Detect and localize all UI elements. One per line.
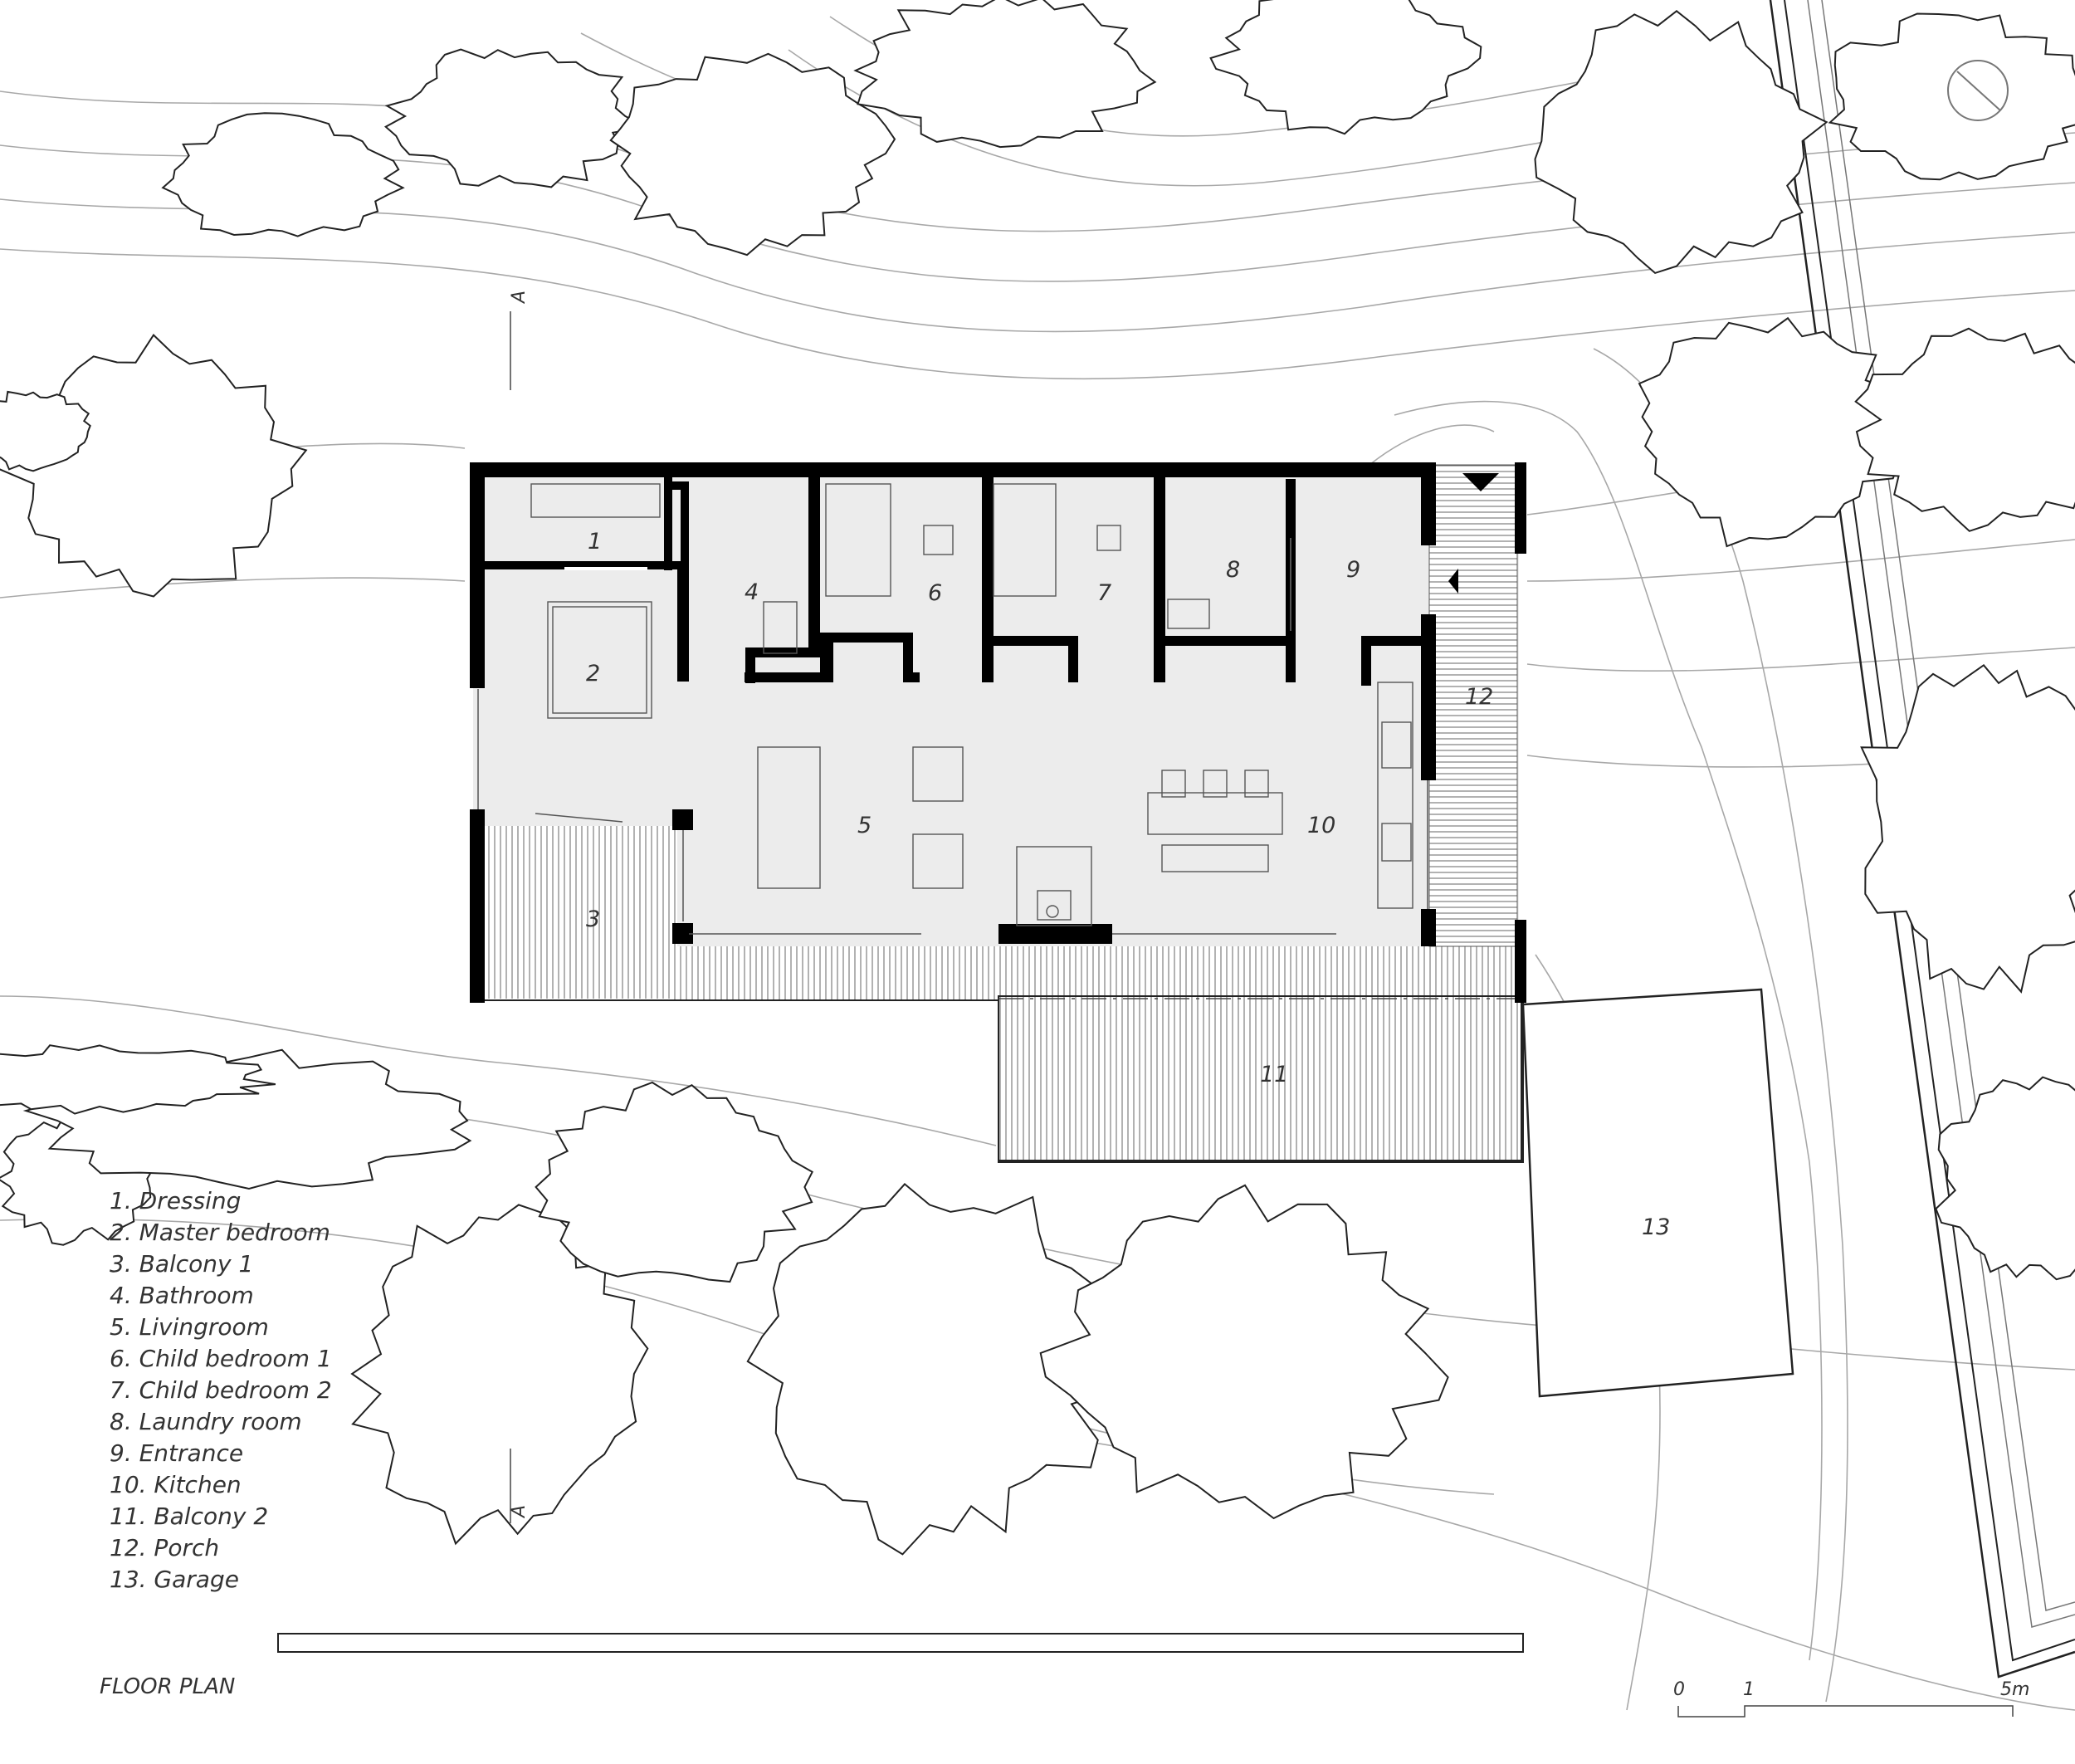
legend-item: 7. Child bedroom 2 bbox=[110, 1376, 332, 1404]
tree-outline bbox=[161, 112, 405, 237]
scale-label-0: 0 bbox=[1673, 1679, 1685, 1700]
fence bbox=[277, 1633, 1524, 1653]
tree-outline bbox=[1209, 0, 1482, 135]
legend-item: 13. Garage bbox=[110, 1566, 239, 1593]
section-mark-top: A bbox=[509, 291, 530, 390]
legend-item: 2. Master bedroom bbox=[110, 1219, 330, 1246]
legend-item: 1. Dressing bbox=[110, 1187, 241, 1214]
scale-label-1: 1 bbox=[1743, 1679, 1755, 1700]
tree-outline bbox=[383, 48, 649, 188]
north-arrow-icon bbox=[1947, 60, 2009, 121]
legend-item: 9. Entrance bbox=[110, 1439, 243, 1467]
tree-outline bbox=[1854, 327, 2075, 532]
room-label-3: 3 bbox=[586, 906, 600, 932]
garage-outline bbox=[1521, 988, 1794, 1398]
room-label-10: 10 bbox=[1307, 813, 1335, 838]
legend-item: 6. Child bedroom 1 bbox=[110, 1345, 332, 1372]
road bbox=[1769, 0, 2075, 1678]
room-label-4: 4 bbox=[745, 579, 759, 605]
tree-outline bbox=[746, 1183, 1121, 1556]
legend-item: 3. Balcony 1 bbox=[110, 1250, 253, 1278]
section-mark-bottom: A bbox=[509, 1449, 530, 1523]
legend-item: 5. Livingroom bbox=[110, 1313, 269, 1341]
tree-outline bbox=[1935, 1076, 2075, 1281]
legend: 1. Dressing 2. Master bedroom 3. Balcony 1… bbox=[110, 1187, 332, 1593]
tree-outline bbox=[1860, 663, 2075, 994]
room-label-1: 1 bbox=[588, 529, 602, 555]
room-label-13: 13 bbox=[1642, 1214, 1670, 1240]
tree-outline bbox=[0, 334, 308, 598]
tree-outline bbox=[609, 52, 896, 257]
house bbox=[470, 462, 1526, 1163]
room-label-6: 6 bbox=[928, 580, 942, 606]
scale-bar: 0 1 5m bbox=[1673, 1679, 2029, 1718]
legend-item: 4. Bathroom bbox=[110, 1282, 254, 1309]
room-label-5: 5 bbox=[857, 813, 872, 838]
room-label-11: 11 bbox=[1260, 1062, 1288, 1087]
scale-label-5m: 5m bbox=[2000, 1679, 2029, 1700]
legend-item: 10. Kitchen bbox=[110, 1471, 242, 1498]
tree-outline bbox=[0, 390, 91, 472]
tree-outline bbox=[1638, 316, 1903, 548]
tree-outline bbox=[0, 1044, 276, 1115]
section-label-bottom: A bbox=[509, 1505, 530, 1519]
room-label-7: 7 bbox=[1097, 580, 1111, 606]
trees bbox=[0, 0, 2075, 1556]
tree-outline bbox=[1534, 10, 1828, 275]
plan-title: FLOOR PLAN bbox=[100, 1674, 235, 1699]
legend-item: 11. Balcony 2 bbox=[110, 1503, 268, 1530]
tree-outline bbox=[1039, 1184, 1449, 1520]
room-label-2: 2 bbox=[586, 661, 600, 687]
tree-outline bbox=[535, 1081, 814, 1283]
legend-item: 12. Porch bbox=[110, 1534, 219, 1561]
room-label-8: 8 bbox=[1226, 557, 1240, 583]
room-label-9: 9 bbox=[1346, 557, 1360, 583]
room-label-12: 12 bbox=[1465, 684, 1493, 710]
room-number-labels: 1 2 3 4 5 6 7 8 9 10 11 12 13 bbox=[586, 529, 1670, 1240]
legend-item: 8. Laundry room bbox=[110, 1408, 302, 1435]
tree-outline bbox=[853, 0, 1157, 149]
section-label-top: A bbox=[509, 291, 530, 305]
